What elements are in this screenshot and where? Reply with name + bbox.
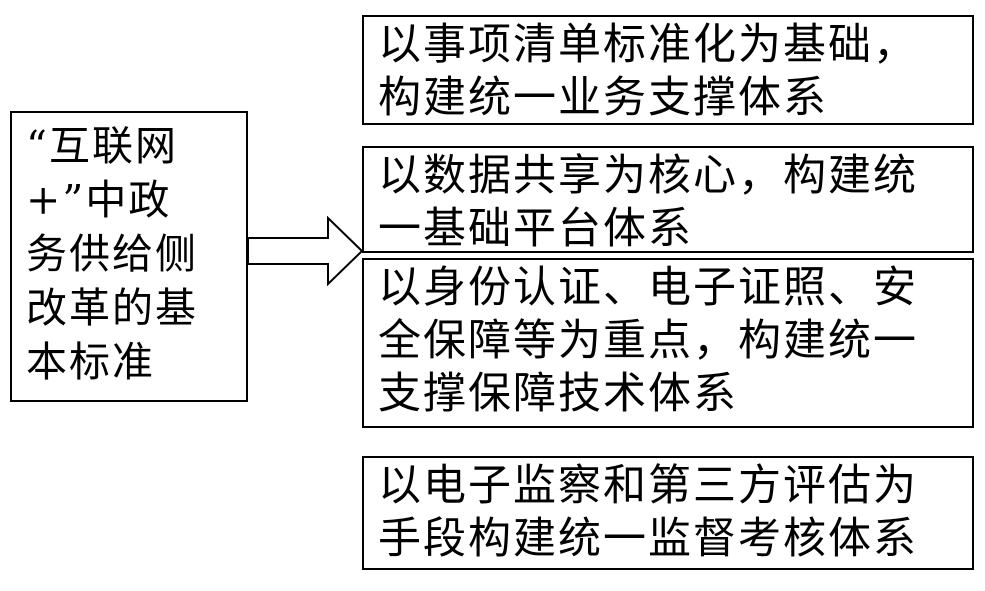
target-box-2-text: 以数据共享为核心，构建统 一基础平台体系 xyxy=(378,151,918,253)
right-arrow-icon xyxy=(247,216,364,286)
target-box-2: 以数据共享为核心，构建统 一基础平台体系 xyxy=(362,146,974,253)
target-box-4-text: 以电子监察和第三方评估为 手段构建统一监督考核体系 xyxy=(378,461,918,564)
source-box: “互联网 +”中政 务供给侧 改革的基 本标准 xyxy=(10,111,248,402)
source-box-text: “互联网 +”中政 务供给侧 改革的基 本标准 xyxy=(26,122,198,386)
target-box-1: 以事项清单标准化为基础， 构建统一业务支撑体系 xyxy=(362,15,974,125)
target-box-3: 以身份认证、电子证照、安 全保障等为重点，构建统一 支撑保障技术体系 xyxy=(362,258,974,428)
target-box-3-text: 以身份认证、电子证照、安 全保障等为重点，构建统一 支撑保障技术体系 xyxy=(378,263,918,419)
target-box-4: 以电子监察和第三方评估为 手段构建统一监督考核体系 xyxy=(362,456,974,570)
target-box-1-text: 以事项清单标准化为基础， 构建统一业务支撑体系 xyxy=(378,20,918,123)
